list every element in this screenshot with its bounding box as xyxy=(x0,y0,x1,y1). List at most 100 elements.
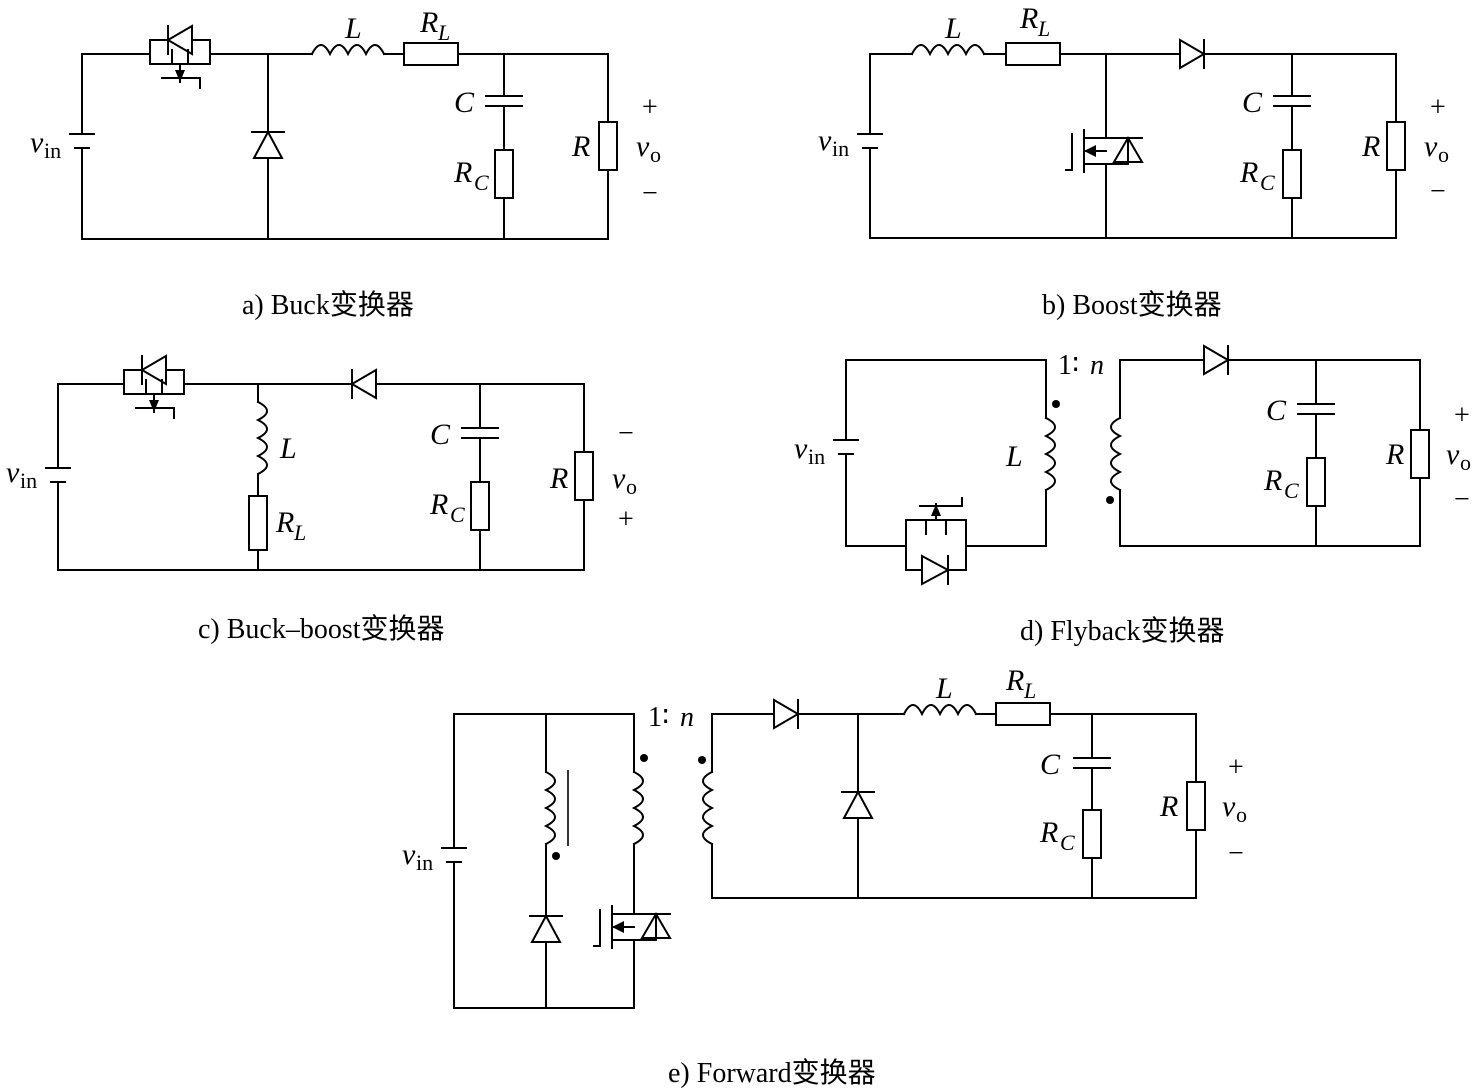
caption-b: b) Boost变换器 xyxy=(1042,289,1222,321)
buck-r-label: R xyxy=(571,130,590,163)
buck-circuit: v in L R L C R C R v o + − a) Buck变换器 xyxy=(30,6,661,321)
svg-text:C: C xyxy=(1284,478,1299,503)
buck-rl-label: R xyxy=(419,6,438,39)
forward-reset-diode-icon xyxy=(530,913,562,943)
buck-plus-sign: + xyxy=(642,92,658,123)
flyback-primary-winding-icon xyxy=(1043,416,1056,492)
svg-text:C: C xyxy=(474,170,489,195)
flyback-primary-dot-icon xyxy=(1052,400,1060,408)
boost-resistor-rl-icon xyxy=(1005,42,1061,66)
buck-diode-icon xyxy=(252,129,284,159)
svg-text:C: C xyxy=(1260,170,1275,195)
svg-text:L: L xyxy=(1037,16,1050,41)
boost-load-icon xyxy=(1386,121,1406,171)
forward-resistor-rl-icon xyxy=(995,702,1051,726)
svg-text:in: in xyxy=(20,468,37,493)
forward-vo-label: v xyxy=(1222,790,1236,823)
forward-secondary-winding-icon xyxy=(702,770,715,846)
flyback-secondary-winding-icon xyxy=(1110,416,1123,492)
flyback-plus-sign: + xyxy=(1454,400,1470,431)
buck-resistor-rl-icon xyxy=(403,42,459,66)
buck-boost-switch-icon xyxy=(123,355,185,419)
buck-boost-plus-sign: + xyxy=(618,504,634,535)
buck-boost-rc-label: R xyxy=(429,488,448,521)
flyback-resistor-rc-icon xyxy=(1306,457,1326,507)
svg-text:in: in xyxy=(808,444,825,469)
buck-boost-load-icon xyxy=(574,451,594,501)
flyback-secondary-dot-icon xyxy=(1106,496,1114,504)
svg-text:o: o xyxy=(1460,450,1471,475)
svg-text:C: C xyxy=(1060,830,1075,855)
buck-boost-inductor-label: L xyxy=(279,432,297,465)
boost-plus-sign: + xyxy=(1430,92,1446,123)
boost-diode-icon xyxy=(1179,38,1206,70)
buck-boost-inductor-icon xyxy=(255,400,268,476)
flyback-load-icon xyxy=(1410,429,1430,479)
flyback-circuit: 1∶ n v in L C R C R v o + − d) Flyback变换… xyxy=(794,344,1471,647)
flyback-rc-label: R xyxy=(1263,464,1282,497)
forward-inductor-icon xyxy=(902,704,978,717)
forward-primary-dot-icon xyxy=(640,754,648,762)
svg-text:o: o xyxy=(1438,142,1449,167)
buck-load-icon xyxy=(598,121,618,171)
forward-secondary-dot-icon xyxy=(698,756,706,764)
buck-minus-sign: − xyxy=(642,178,658,209)
svg-text:in: in xyxy=(44,138,61,163)
boost-r-label: R xyxy=(1361,130,1380,163)
forward-primary-winding-icon xyxy=(631,770,644,846)
forward-switch-icon xyxy=(593,895,671,959)
boost-inductor-label: L xyxy=(944,12,962,45)
flyback-switch-icon xyxy=(905,497,967,586)
forward-rc-label: R xyxy=(1039,816,1058,849)
flyback-vo-label: v xyxy=(1446,438,1460,471)
forward-c-label: C xyxy=(1040,748,1061,781)
boost-rc-label: R xyxy=(1239,156,1258,189)
flyback-r-label: R xyxy=(1385,438,1404,471)
forward-freewheel-diode-icon xyxy=(842,789,874,819)
flyback-diode-icon xyxy=(1203,344,1230,376)
forward-reset-dot-icon xyxy=(552,852,560,860)
boost-switch-icon xyxy=(1065,119,1143,183)
forward-ratio-label: 1∶ xyxy=(648,702,669,733)
buck-inductor-label: L xyxy=(344,12,362,45)
buck-vo-label: v xyxy=(636,130,650,163)
svg-text:o: o xyxy=(1236,802,1247,827)
forward-reset-winding-icon xyxy=(543,770,556,846)
boost-circuit: v in L R L C R C R v o + − b) Boost变换器 xyxy=(818,2,1449,321)
buck-boost-r-label: R xyxy=(549,462,568,495)
boost-inductor-icon xyxy=(910,44,986,57)
svg-text:in: in xyxy=(416,850,433,875)
flyback-c-label: C xyxy=(1266,394,1287,427)
svg-text:o: o xyxy=(626,474,637,499)
caption-a: a) Buck变换器 xyxy=(242,289,414,321)
boost-rl-label: R xyxy=(1019,2,1038,35)
caption-d: d) Flyback变换器 xyxy=(1020,615,1225,647)
svg-text:L: L xyxy=(1023,678,1036,703)
buck-boost-resistor-rl-icon xyxy=(248,495,268,551)
boost-vo-label: v xyxy=(1424,130,1438,163)
buck-boost-circuit: v in L R L C R C R v o − + c) Buck–boost… xyxy=(6,355,637,645)
svg-text:o: o xyxy=(650,142,661,167)
svg-text:C: C xyxy=(450,502,465,527)
flyback-vin-label: v xyxy=(794,432,808,465)
boost-resistor-rc-icon xyxy=(1282,149,1302,199)
buck-boost-c-label: C xyxy=(430,418,451,451)
svg-text:n: n xyxy=(1090,350,1104,381)
buck-switch-icon xyxy=(149,25,211,89)
buck-rc-label: R xyxy=(453,156,472,189)
svg-text:in: in xyxy=(832,136,849,161)
forward-vin-label: v xyxy=(402,838,416,871)
svg-text:L: L xyxy=(437,20,450,45)
svg-text:L: L xyxy=(293,520,306,545)
boost-minus-sign: − xyxy=(1430,176,1446,207)
caption-e: e) Forward变换器 xyxy=(668,1057,876,1089)
buck-boost-minus-sign: − xyxy=(618,418,634,449)
forward-rectifier-diode-icon xyxy=(773,698,800,730)
forward-load-icon xyxy=(1186,781,1206,831)
flyback-minus-sign: − xyxy=(1454,484,1470,515)
forward-plus-sign: + xyxy=(1228,752,1244,783)
forward-circuit: 1∶ n v in L R L C R C R v o + − e) Forwa… xyxy=(402,664,1247,1089)
forward-inductor-label: L xyxy=(935,672,953,705)
